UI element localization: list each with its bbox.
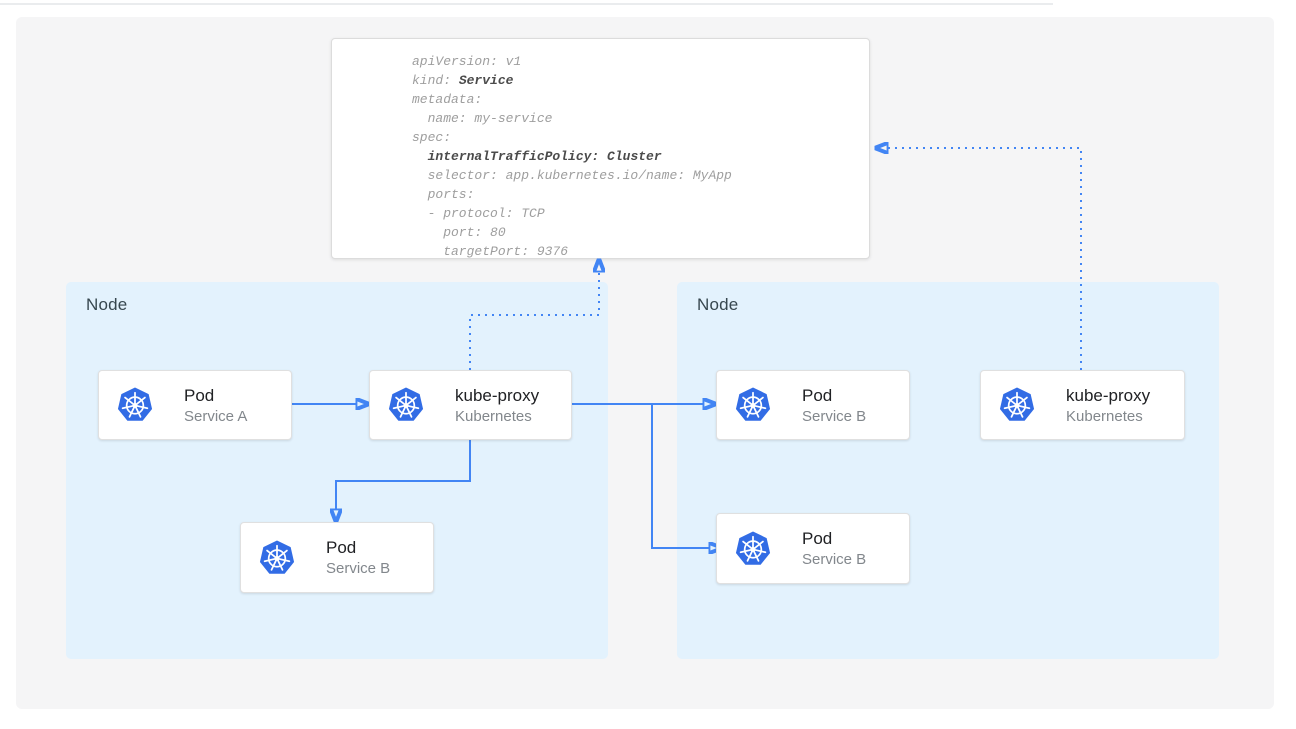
box-subtitle: Kubernetes: [1066, 407, 1150, 427]
kube-proxy-box-left: kube-proxy Kubernetes: [369, 370, 572, 440]
yaml-line: kind: Service: [412, 71, 869, 90]
node-container-right: Node: [677, 282, 1219, 659]
service-yaml-code: apiVersion: v1kind: Servicemetadata: nam…: [332, 39, 869, 261]
box-subtitle: Service B: [802, 550, 866, 570]
service-yaml-panel: apiVersion: v1kind: Servicemetadata: nam…: [331, 38, 870, 259]
kubernetes-icon: [732, 384, 774, 426]
yaml-line: ports:: [412, 185, 869, 204]
box-title: Pod: [802, 384, 866, 407]
yaml-line: port: 80: [412, 223, 869, 242]
box-title: Pod: [184, 384, 247, 407]
kube-proxy-box-right: kube-proxy Kubernetes: [980, 370, 1185, 440]
kubernetes-icon: [256, 537, 298, 579]
yaml-line: selector: app.kubernetes.io/name: MyApp: [412, 166, 869, 185]
yaml-line: name: my-service: [412, 109, 869, 128]
yaml-line: apiVersion: v1: [412, 52, 869, 71]
kubernetes-icon: [732, 528, 774, 570]
yaml-line: spec:: [412, 128, 869, 147]
yaml-line: internalTrafficPolicy: Cluster: [412, 147, 869, 166]
node-container-left: Node: [66, 282, 608, 659]
box-title: kube-proxy: [455, 384, 539, 407]
box-subtitle: Kubernetes: [455, 407, 539, 427]
node-label: Node: [86, 295, 127, 315]
pod-box-service-b-right-top: Pod Service B: [716, 370, 910, 440]
box-subtitle: Service B: [326, 559, 390, 579]
kubernetes-icon: [385, 384, 427, 426]
box-title: kube-proxy: [1066, 384, 1150, 407]
box-title: Pod: [326, 536, 390, 559]
box-subtitle: Service B: [802, 407, 866, 427]
pod-box-service-a: Pod Service A: [98, 370, 292, 440]
page-top-border: [0, 3, 1053, 5]
node-label: Node: [697, 295, 738, 315]
pod-box-service-b-right-bottom: Pod Service B: [716, 513, 910, 584]
kubernetes-icon: [996, 384, 1038, 426]
yaml-line: - protocol: TCP: [412, 204, 869, 223]
box-subtitle: Service A: [184, 407, 247, 427]
kubernetes-icon: [114, 384, 156, 426]
pod-box-service-b-left: Pod Service B: [240, 522, 434, 593]
yaml-line: metadata:: [412, 90, 869, 109]
box-title: Pod: [802, 527, 866, 550]
yaml-line: targetPort: 9376: [412, 242, 869, 261]
